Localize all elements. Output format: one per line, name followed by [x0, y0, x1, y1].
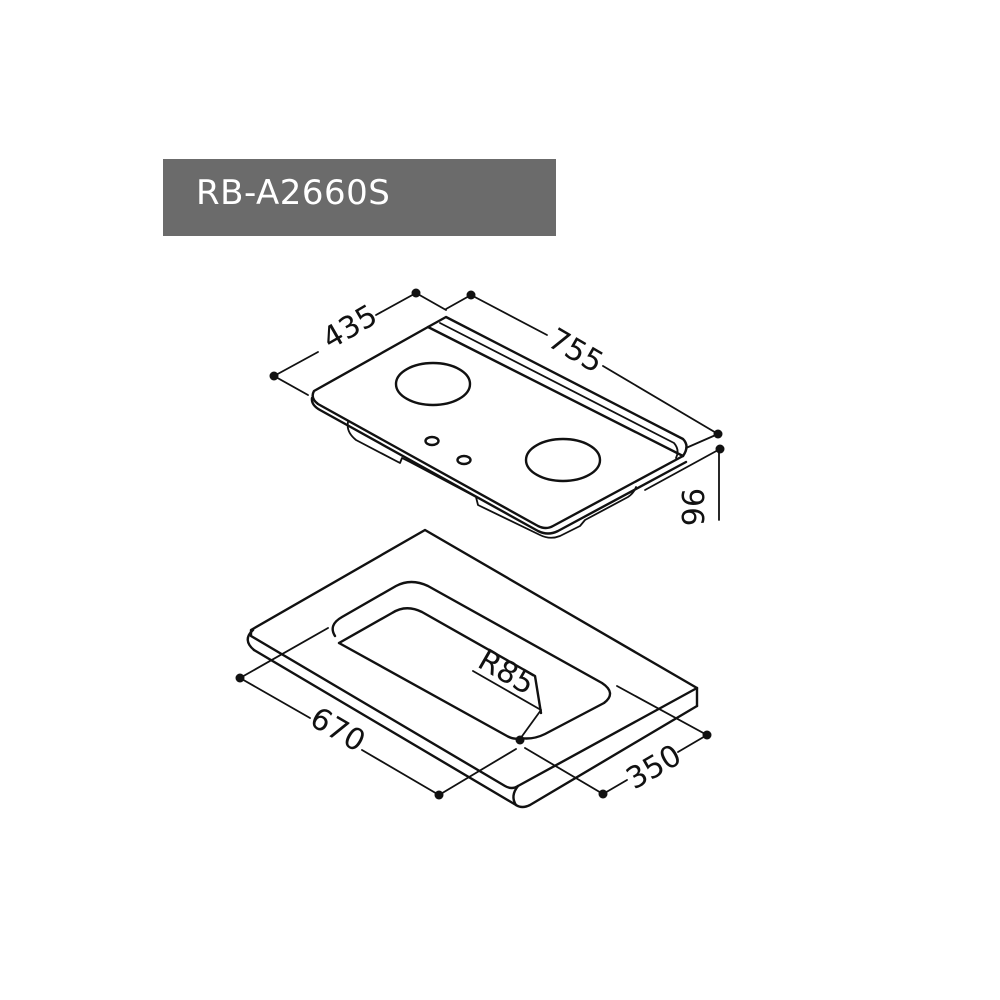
burner-right-icon — [524, 437, 602, 483]
dimension-96: 96 — [644, 433, 725, 526]
dimension-label-435: 435 — [317, 298, 384, 357]
radius-leader — [519, 709, 542, 740]
cooktop-rear-strip — [426, 315, 688, 458]
countertop-front-corner — [512, 784, 520, 807]
dimension-label-96: 96 — [674, 488, 709, 526]
dimension-670: 670 — [235, 627, 517, 800]
countertop-top-surface — [249, 528, 699, 790]
countertop-left-corner — [246, 628, 256, 652]
knob-left-icon — [424, 435, 440, 447]
dimension-label-350: 350 — [621, 738, 688, 797]
cooktop-drawing — [310, 315, 688, 539]
cutout-outer-edge — [331, 580, 612, 740]
dimension-435: 435 — [269, 288, 447, 396]
cooktop-top-surface — [311, 325, 685, 530]
cooktop-front-edge — [310, 396, 688, 535]
dimension-label-670: 670 — [304, 701, 371, 760]
dimension-755: 755 — [445, 290, 723, 439]
burner-left-icon — [394, 361, 472, 407]
cooktop-rear-strip-inner — [439, 322, 679, 459]
radius-label: R85 — [472, 643, 541, 703]
model-title-bar: RB-A2660S — [163, 159, 556, 236]
dimension-350: 350 — [524, 685, 712, 799]
radius-anchor-dot — [515, 735, 525, 745]
knob-right-icon — [456, 454, 472, 466]
radius-underline — [472, 670, 542, 711]
model-name: RB-A2660S — [196, 173, 391, 213]
